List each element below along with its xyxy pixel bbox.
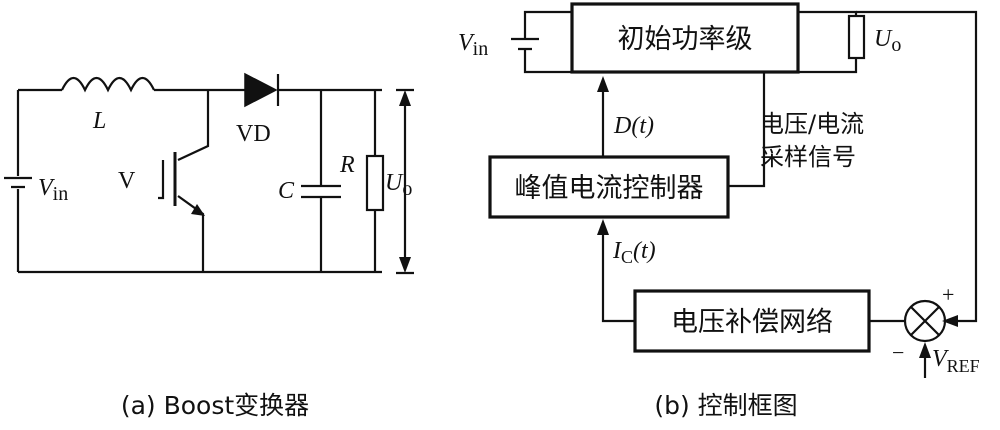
minus-sign: − xyxy=(892,340,904,365)
inductor-label: L xyxy=(92,108,106,134)
capacitor-label: C xyxy=(278,178,295,204)
capacitor-symbol xyxy=(301,184,341,199)
initial-power-stage-label: 初始功率级 xyxy=(618,24,753,55)
output-resistor-b xyxy=(847,14,866,60)
control-block-diagram: Vin 初始功率级 Uo 电压/电流 采样信号 D(t) 峰值电流控制器 IC(… xyxy=(458,2,980,378)
voltage-compensation-block xyxy=(633,289,871,353)
peak-current-controller-label: 峰值电流控制器 xyxy=(515,173,704,204)
boost-converter-circuit: L Vin V VD C R Uo xyxy=(4,72,414,275)
inductor-symbol xyxy=(61,76,155,93)
vref-label: VREF xyxy=(932,346,980,376)
switch-symbol xyxy=(158,90,210,272)
caption-a: (a) Boost变换器 xyxy=(121,391,309,420)
diode-label: VD xyxy=(236,121,271,147)
resistor-label: R xyxy=(339,152,355,178)
voltage-compensation-label: 电压补偿网络 xyxy=(671,307,833,338)
caption-b: (b) 控制框图 xyxy=(654,391,797,420)
output-label-a: Uo xyxy=(385,170,412,200)
plus-sign: + xyxy=(942,282,954,307)
sense-signal-label-2: 采样信号 xyxy=(760,143,856,171)
ic-signal-label: IC(t) xyxy=(612,238,656,267)
diode-symbol xyxy=(244,72,278,108)
source-label-b: Vin xyxy=(458,30,488,60)
peak-current-controller-block xyxy=(488,155,730,219)
output-label-b: Uo xyxy=(874,26,901,56)
sense-signal-label-1: 电压/电流 xyxy=(760,110,864,138)
source-symbol xyxy=(4,176,32,189)
source-symbol-b xyxy=(511,37,539,51)
output-voltage-arrow xyxy=(396,88,414,275)
summing-junction xyxy=(903,299,947,343)
switch-label: V xyxy=(118,168,136,194)
resistor-symbol xyxy=(365,154,385,212)
source-label-a: Vin xyxy=(38,175,68,205)
initial-power-stage-block xyxy=(570,2,800,74)
duty-signal-label: D(t) xyxy=(613,113,654,139)
